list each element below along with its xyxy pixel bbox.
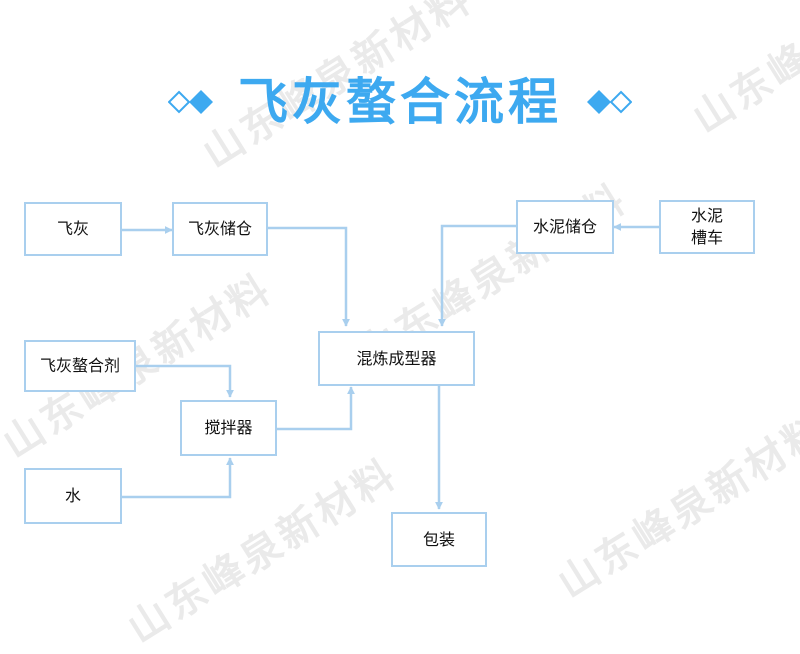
- diamond-decoration-right-icon: [587, 90, 632, 114]
- node-water: 水: [24, 468, 122, 524]
- node-cement-silo: 水泥储仓: [516, 200, 614, 254]
- node-label: 飞灰储仓: [187, 219, 252, 238]
- node-chelating-agent: 飞灰螯合剂: [24, 340, 136, 392]
- arrow-mixer-to-forming: [277, 386, 355, 431]
- arrow-silo-to-forming: [267, 226, 350, 327]
- node-cement-truck: 水泥 槽车: [659, 200, 755, 254]
- flow-connectors: [122, 223, 660, 510]
- node-fly-ash: 飞灰: [24, 202, 122, 256]
- arrow-cement-silo-to-forming: [438, 224, 516, 327]
- title-bar: 飞灰螯合流程: [0, 70, 800, 134]
- node-label: 飞灰: [56, 219, 89, 238]
- node-forming-machine: 混炼成型器: [318, 331, 475, 386]
- node-mixer: 搅拌器: [180, 400, 277, 456]
- node-label: 混炼成型器: [356, 348, 437, 368]
- node-packaging: 包装: [391, 512, 487, 567]
- node-label: 水泥: [690, 206, 723, 225]
- diamond-decoration-left-icon: [168, 90, 213, 114]
- arrow-agent-to-mixer: [136, 364, 234, 398]
- page-title: 飞灰螯合流程: [238, 73, 562, 131]
- node-label: 水: [64, 486, 81, 505]
- node-label: 包装: [422, 529, 455, 549]
- node-label: 搅拌器: [204, 418, 253, 437]
- node-label: 飞灰螯合剂: [39, 356, 120, 375]
- node-fly-ash-silo: 飞灰储仓: [172, 202, 268, 256]
- node-label: 水泥储仓: [532, 217, 597, 236]
- node-label: 槽车: [690, 228, 723, 247]
- arrow-water-to-mixer: [122, 457, 234, 499]
